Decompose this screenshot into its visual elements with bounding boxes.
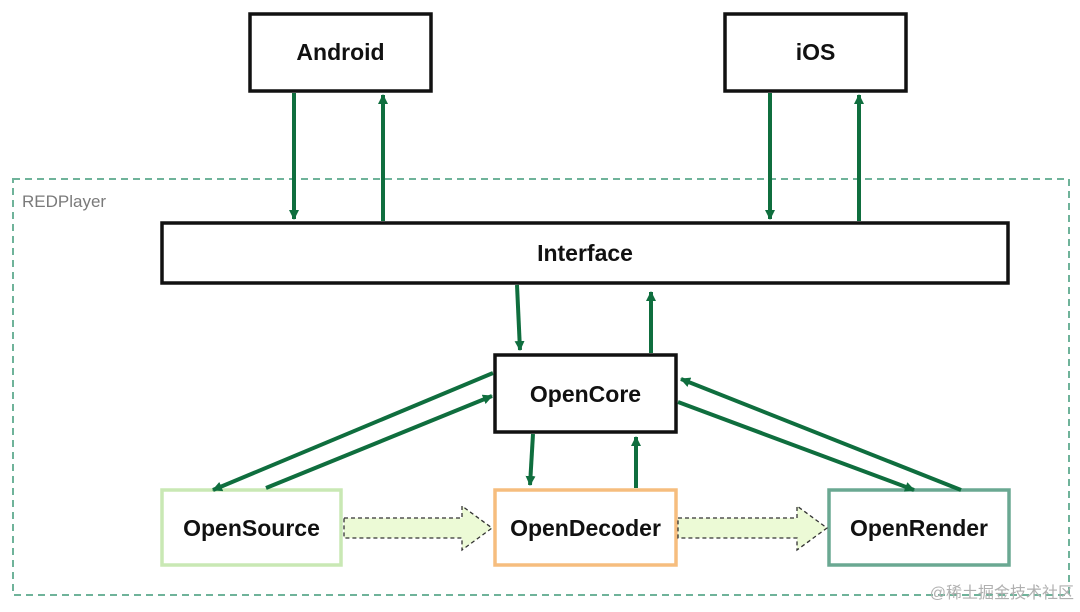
arrow-openrender-to-opencore	[680, 377, 962, 492]
openrender-label: OpenRender	[850, 515, 988, 541]
opendecoder-node: OpenDecoder	[493, 488, 678, 567]
ios-label: iOS	[796, 39, 836, 65]
openrender-node: OpenRender	[827, 488, 1011, 567]
opendecoder-label: OpenDecoder	[510, 515, 661, 541]
opencore-label: OpenCore	[530, 381, 641, 407]
arrow-interface-to-opencore	[514, 284, 525, 351]
interface-node: Interface	[160, 221, 1010, 285]
android-label: Android	[296, 39, 384, 65]
opensource-node: OpenSource	[160, 488, 343, 567]
watermark-text: @稀土掘金技术社区	[930, 584, 1074, 602]
arrow-opensource-to-opencore	[265, 394, 493, 490]
opencore-node: OpenCore	[493, 353, 678, 434]
pipeline-arrow-decoder-to-render	[677, 504, 829, 552]
opensource-label: OpenSource	[183, 515, 320, 541]
pipeline-arrow-source-to-decoder	[343, 504, 494, 552]
ios-node: iOS	[723, 12, 908, 93]
redplayer-group-border	[12, 178, 1070, 596]
redplayer-group-label: REDPlayer	[22, 192, 106, 211]
android-node: Android	[248, 12, 433, 93]
arrow-opencore-to-opendecoder	[525, 433, 536, 486]
arrow-opencore-to-openrender	[677, 400, 915, 492]
interface-label: Interface	[537, 240, 633, 266]
arrow-opencore-to-opensource	[212, 371, 494, 492]
